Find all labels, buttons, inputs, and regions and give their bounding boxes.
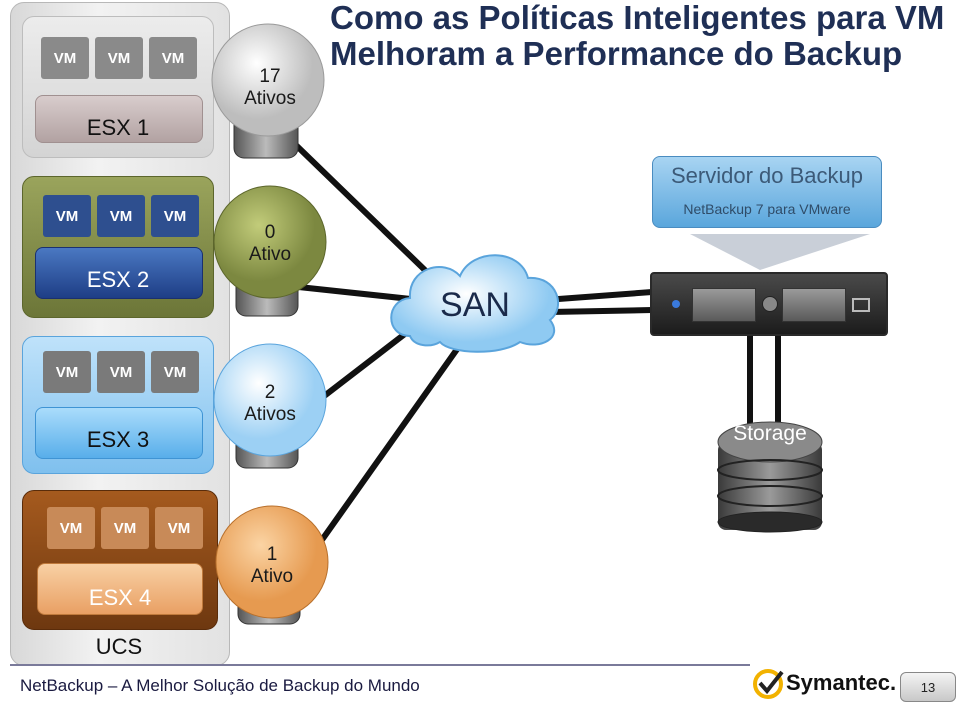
esx4-count: 1 Ativo [222, 544, 322, 588]
esx3-host: VM VM VM ESX 3 [22, 336, 214, 474]
backup-server-title: Servidor do Backup [671, 163, 863, 188]
storage-label: Storage [733, 422, 807, 445]
esx1-count-num: 17 [259, 66, 281, 87]
esx4-label: ESX 4 [88, 585, 152, 610]
esx2-count-num: 0 [264, 222, 276, 243]
esx2-count-word: Ativo [248, 244, 292, 265]
callout-pointer [690, 234, 870, 270]
esx2-host: VM VM VM ESX 2 [22, 176, 214, 318]
server-button-icon [762, 296, 778, 312]
ucs-label: UCS [95, 634, 143, 659]
symantec-wordmark: Symantec. [786, 670, 897, 695]
vm-icon: VM [95, 37, 143, 79]
symantec-check-icon [753, 669, 784, 699]
page-title: Como as Políticas Inteligentes para VM M… [330, 0, 958, 72]
badge-esx2 [213, 185, 327, 299]
vm-icon: VM [149, 37, 197, 79]
vm-icon: VM [41, 37, 89, 79]
footer-text: NetBackup – A Melhor Solução de Backup d… [20, 676, 420, 695]
esx1-label: ESX 1 [86, 115, 150, 140]
esx4-host: VM VM VM ESX 4 [22, 490, 218, 630]
server-slot-icon [852, 298, 870, 312]
vm-icon: VM [155, 507, 203, 549]
backup-server-subtitle: NetBackup 7 para VMware [683, 201, 851, 217]
esx3-label: ESX 3 [86, 427, 150, 452]
esx3-count: 2 Ativos [220, 382, 320, 426]
vm-icon: VM [97, 351, 145, 393]
esx1-count-word: Ativos [244, 88, 296, 109]
vm-icon: VM [47, 507, 95, 549]
symantec-logo: Symantec. [752, 668, 896, 700]
backup-server [650, 272, 888, 336]
footer-divider [10, 664, 750, 666]
vm-icon: VM [43, 195, 91, 237]
badge-esx3 [213, 343, 327, 457]
vm-icon: VM [151, 195, 199, 237]
san-label: SAN [440, 286, 510, 324]
server-drive-bay-icon [782, 288, 846, 322]
vm-icon: VM [43, 351, 91, 393]
vm-icon: VM [97, 195, 145, 237]
badge-esx4 [215, 505, 329, 619]
title-line-2: Melhoram a Performance do Backup [330, 35, 903, 72]
server-power-led-icon [672, 300, 680, 308]
page-number: 13 [900, 672, 956, 702]
title-line-1: Como as Políticas Inteligentes para VM [330, 0, 945, 36]
san-cloud-icon [390, 254, 559, 353]
vm-icon: VM [101, 507, 149, 549]
link-san-server-a [542, 289, 655, 303]
esx1-count: 17 Ativos [220, 66, 320, 110]
esx2-label: ESX 2 [86, 267, 150, 292]
esx4-count-num: 1 [266, 544, 278, 565]
backup-server-label-box: Servidor do Backup NetBackup 7 para VMwa… [652, 156, 882, 228]
esx3-count-num: 2 [264, 382, 276, 403]
storage-icon [717, 421, 823, 533]
badge-esx1 [211, 23, 325, 137]
esx4-count-word: Ativo [250, 566, 294, 587]
esx1-host: VM VM VM ESX 1 [22, 16, 214, 158]
esx2-count: 0 Ativo [220, 222, 320, 266]
server-drive-bay-icon [692, 288, 756, 322]
esx3-count-word: Ativos [244, 404, 296, 425]
link-san-server-b [547, 307, 655, 315]
vm-icon: VM [151, 351, 199, 393]
